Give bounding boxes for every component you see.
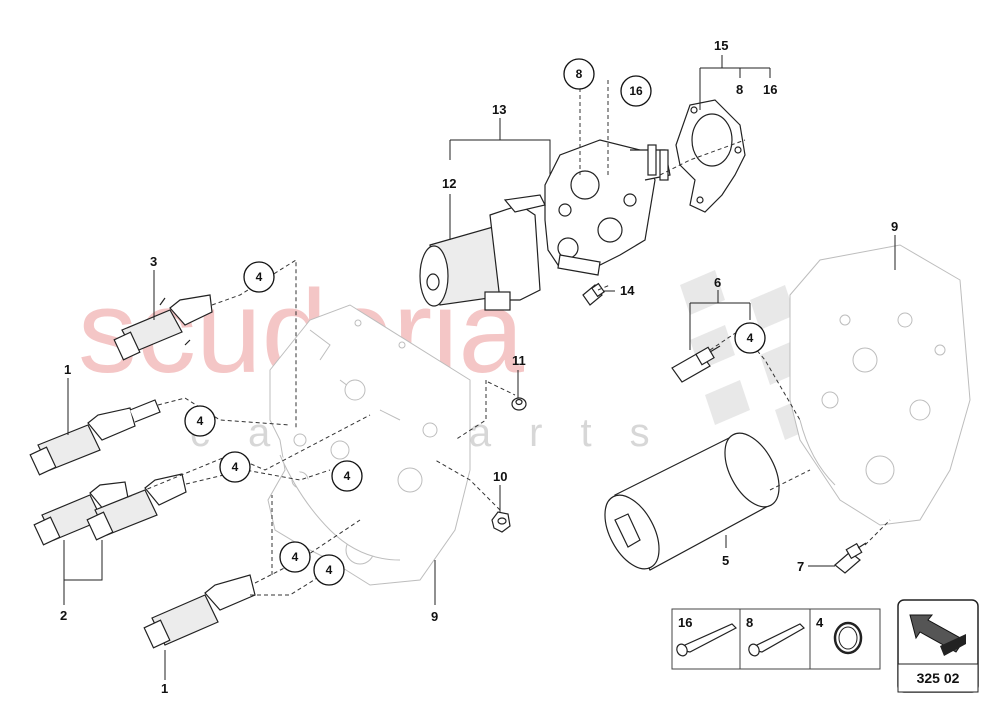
o-ring-icon — [833, 621, 863, 655]
callout-5: 5 — [722, 553, 729, 568]
leader-lines — [63, 55, 896, 680]
legend-label-16: 16 — [678, 615, 692, 630]
long-bolt-icon — [676, 623, 738, 657]
circled-ref-4: 4 — [243, 261, 275, 293]
pressure-sensor-6 — [671, 345, 721, 383]
circled-ref-4: 4 — [331, 460, 363, 492]
circled-ref-4: 4 — [184, 405, 216, 437]
fitting-14 — [582, 282, 605, 306]
legend-label-8: 8 — [746, 615, 753, 630]
callout-3: 3 — [150, 254, 157, 269]
callout-1-top: 1 — [64, 362, 71, 377]
valve-body-housing-right — [789, 244, 971, 526]
svg-text:8: 8 — [576, 67, 583, 81]
valve-block — [544, 139, 671, 276]
solenoid-valve-1-bottom — [143, 574, 256, 649]
callout-labels: 15 8 16 13 12 14 3 1 1 2 11 10 9 9 6 5 7 — [60, 38, 898, 696]
callout-12: 12 — [442, 176, 456, 191]
callout-9-left: 9 — [431, 609, 438, 624]
callout-13: 13 — [492, 102, 506, 117]
callout-1-bottom: 1 — [161, 681, 168, 696]
plug-10 — [491, 511, 511, 533]
solenoid-valve-1-top — [29, 399, 161, 476]
callout-8: 8 — [736, 82, 743, 97]
solenoid-valve-2b — [86, 473, 187, 541]
svg-text:4: 4 — [256, 270, 263, 284]
temperature-sensor-7 — [834, 542, 867, 574]
valve-body-housing-left — [267, 304, 471, 586]
callout-16: 16 — [763, 82, 777, 97]
callout-2: 2 — [60, 608, 67, 623]
legend-label-4: 4 — [816, 615, 824, 630]
circled-ref-16: 16 — [620, 75, 652, 107]
solenoid-valve-3 — [113, 294, 213, 361]
svg-text:16: 16 — [629, 84, 643, 98]
legend-cell-o-ring: 4 — [816, 615, 863, 655]
legend-cell-long-bolt: 16 — [676, 615, 738, 657]
svg-text:4: 4 — [326, 563, 333, 577]
arrow-icon — [909, 614, 966, 656]
circled-ref-4: 4 — [313, 554, 345, 586]
circled-ref-4: 4 — [279, 541, 311, 573]
circled-ref-4: 4 — [734, 322, 766, 354]
circled-references: 8 16 4 4 4 4 4 4 — [184, 58, 766, 586]
hardware-legend: 16 8 4 — [671, 608, 881, 670]
svg-text:4: 4 — [344, 469, 351, 483]
callout-10: 10 — [493, 469, 507, 484]
callout-7: 7 — [797, 559, 804, 574]
electric-motor — [419, 194, 546, 311]
callout-6: 6 — [714, 275, 721, 290]
legend-cell-short-bolt: 8 — [746, 615, 805, 657]
svg-text:4: 4 — [197, 414, 204, 428]
oil-filter — [604, 432, 780, 571]
callout-15: 15 — [714, 38, 728, 53]
callout-11: 11 — [512, 353, 526, 368]
circled-ref-4: 4 — [219, 451, 251, 483]
diagram-id: 325 02 — [917, 670, 960, 686]
svg-text:4: 4 — [232, 460, 239, 474]
svg-text:4: 4 — [747, 331, 754, 345]
callout-14: 14 — [620, 283, 635, 298]
short-bolt-icon — [748, 623, 805, 657]
circled-ref-8: 8 — [563, 58, 595, 90]
page-badge: 325 02 — [897, 599, 979, 693]
gasket — [675, 99, 746, 213]
svg-text:4: 4 — [292, 550, 299, 564]
plug-11 — [511, 397, 527, 411]
callout-9-right: 9 — [891, 219, 898, 234]
